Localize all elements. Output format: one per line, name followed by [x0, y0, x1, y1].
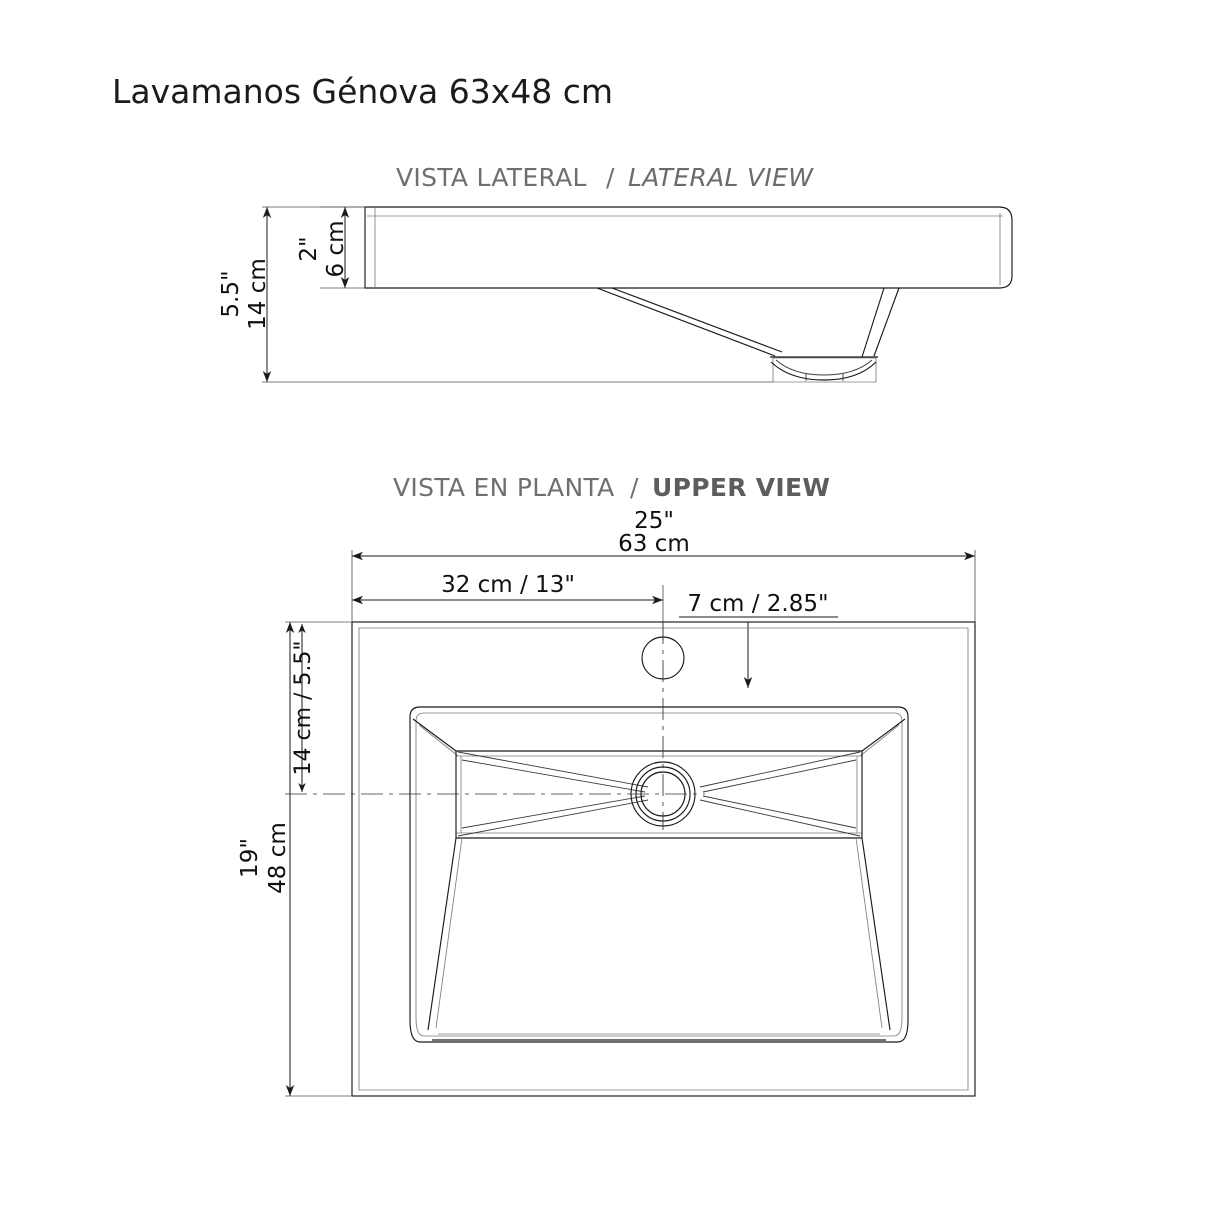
upper-dim-total-depth: 19" 48 cm — [237, 622, 295, 1096]
upper-bevel-top-right-2 — [859, 724, 900, 757]
upper-facet-ur-b — [702, 759, 857, 793]
upper-basin-outer-rim — [409, 706, 909, 1043]
upper-dim-width-cm: 63 cm — [618, 531, 690, 557]
upper-dim-faucet-back: 7 cm / 2.85" — [679, 591, 838, 688]
upper-facet-ul-b — [461, 759, 646, 793]
upper-view-drawing — [285, 621, 976, 1097]
upper-facet-lr-b — [702, 795, 857, 829]
upper-countertop-inner-edge — [358, 627, 969, 1091]
upper-bevel-top-right — [861, 718, 906, 752]
lateral-dim-overall-inches: 5.5" — [218, 270, 244, 317]
upper-dim-depth-cm: 48 cm — [265, 822, 291, 894]
upper-dim-faucet-offset: 32 cm / 13" — [352, 572, 663, 605]
upper-facet-ll-b — [461, 795, 646, 829]
upper-countertop-outline — [351, 621, 976, 1097]
upper-dim-faucet-back-label: 7 cm / 2.85" — [687, 591, 828, 617]
upper-dim-left-extensions — [285, 621, 352, 1097]
upper-section-header: VISTA EN PLANTA / UPPER VIEW — [393, 473, 830, 502]
lateral-dim-rim-inches: 2" — [296, 236, 322, 261]
upper-dim-total-width: 25" 63 cm — [352, 508, 975, 561]
lateral-counter-slab — [364, 206, 1013, 289]
lateral-view-drawing — [262, 206, 1013, 383]
upper-basin-wall-left — [427, 837, 457, 1031]
lateral-drain-bowl-inner — [775, 359, 873, 376]
lateral-basin-right-slope-outer — [861, 287, 885, 358]
upper-label-separator: / — [630, 473, 639, 502]
upper-facet-ur-a — [699, 751, 861, 788]
upper-facet-ul-a — [457, 751, 649, 788]
upper-basin-wall-right-2 — [855, 837, 883, 1029]
lateral-dim-overall-height: 5.5" 14 cm — [218, 207, 272, 382]
lateral-basin-right-slope-inner — [873, 287, 900, 357]
upper-bevel-top-left — [412, 718, 457, 752]
upper-facet-ll-a — [457, 799, 649, 837]
upper-dim-width-inches: 25" — [634, 508, 674, 534]
upper-basin-inner-rim — [415, 712, 903, 1037]
upper-dim-basin-offset-label: 14 cm / 5.5" — [291, 640, 316, 775]
upper-facet-lr-a — [699, 799, 861, 837]
lateral-drain-housing — [772, 357, 877, 383]
lateral-dim-overall-cm: 14 cm — [245, 258, 271, 330]
lateral-dim-rim-height: 2" 6 cm — [296, 207, 350, 288]
upper-dim-faucet-offset-label: 32 cm / 13" — [441, 572, 575, 598]
lateral-label-separator: / — [606, 163, 615, 192]
upper-label-es: VISTA EN PLANTA — [393, 473, 614, 502]
upper-basin-wall-left-2 — [435, 837, 463, 1029]
upper-dim-basin-offset: 14 cm / 5.5" — [291, 624, 316, 792]
upper-bevel-top-left-2 — [418, 724, 459, 757]
lateral-dim-rim-cm: 6 cm — [323, 221, 349, 278]
lateral-label-en: LATERAL VIEW — [628, 163, 814, 192]
page-title: Lavamanos Génova 63x48 cm — [112, 72, 613, 111]
lateral-basin-left-slope-outer — [596, 287, 776, 357]
lateral-label-es: VISTA LATERAL — [396, 163, 587, 192]
upper-basin-wall-right — [861, 837, 891, 1031]
lateral-drain-bowl-outer — [770, 361, 877, 381]
upper-label-en: UPPER VIEW — [652, 473, 830, 502]
upper-dim-depth-inches: 19" — [237, 838, 263, 878]
lateral-section-header: VISTA LATERAL / LATERAL VIEW — [396, 163, 814, 192]
lateral-basin-left-slope-inner — [611, 287, 783, 353]
